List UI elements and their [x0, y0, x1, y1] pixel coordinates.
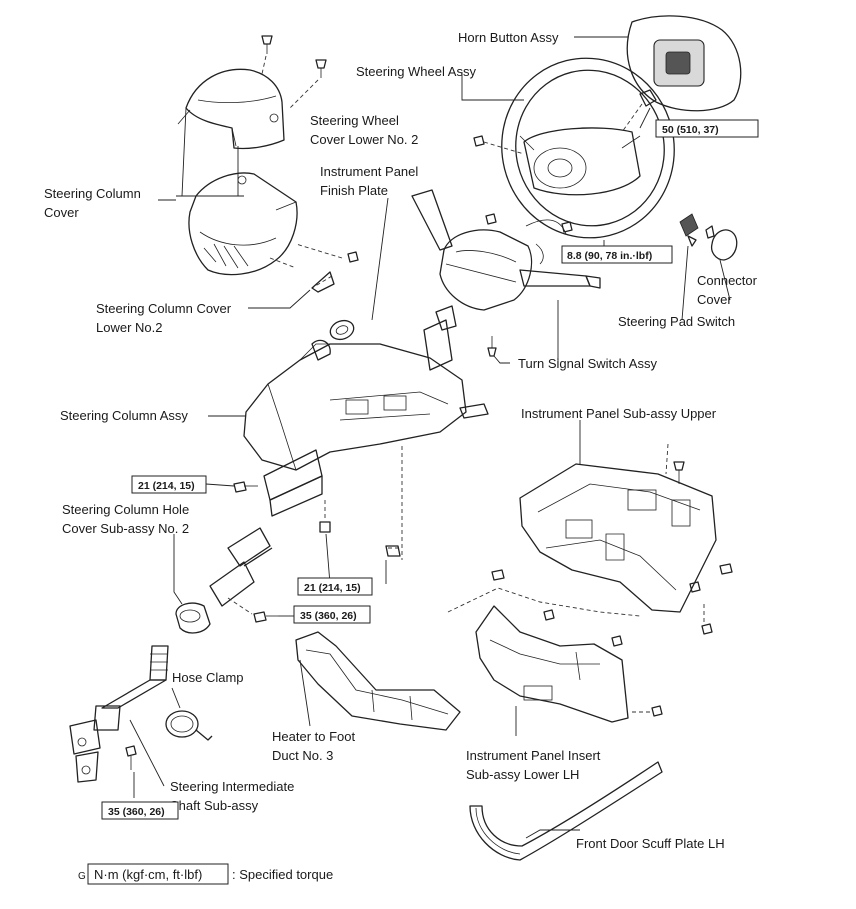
label-instrument-panel-finish-line1: Instrument Panel	[320, 164, 418, 179]
legend-unit: N·m (kgf·cm, ft·lbf)	[94, 867, 202, 882]
insert-screw-b	[543, 609, 555, 621]
torque-21-a-text: 21 (214, 15)	[138, 480, 195, 492]
torque-50-text: 50 (510, 37)	[662, 124, 719, 136]
label-intermediate-shaft-line1: Steering Intermediate	[170, 779, 294, 794]
column-nut-a	[385, 545, 401, 557]
torque-35-a-text: 35 (360, 26)	[300, 610, 357, 622]
turn-signal-switch-assy	[411, 189, 601, 311]
label-instrument-panel-upper: Instrument Panel Sub-assy Upper	[521, 406, 717, 421]
insert-screw-a	[491, 569, 505, 581]
insert-screw-d	[651, 705, 663, 717]
screw-cover-upper-b	[315, 59, 327, 78]
legend-prefix: G	[78, 871, 86, 882]
torque-21-b-text: 21 (214, 15)	[304, 582, 361, 594]
label-heater-duct-line2: Duct No. 3	[272, 748, 333, 763]
steering-column-hole-cover-no2	[175, 602, 211, 634]
steering-wheel-cover-lower-no2-screw	[473, 135, 485, 147]
label-connector-cover-line1: Connector	[697, 273, 758, 288]
horn-button-assy	[626, 15, 742, 112]
panel-upper-screw-d	[701, 623, 713, 635]
turn-signal-screw-a	[485, 213, 497, 225]
label-steering-wheel-assy: Steering Wheel Assy	[356, 64, 476, 79]
instrument-panel-sub-assy-upper	[519, 463, 717, 613]
hose-clamp	[165, 710, 213, 741]
panel-upper-screw-b	[719, 563, 733, 575]
connector-cover	[710, 229, 738, 261]
label-steering-column-cover-line2: Cover	[44, 205, 79, 220]
torque-box-50: 50 (510, 37)	[655, 119, 759, 138]
joint-bolt	[253, 611, 278, 623]
screw-cover-lower	[347, 251, 359, 263]
label-steering-column-assy: Steering Column Assy	[60, 408, 188, 423]
turn-signal-screw-c	[487, 336, 497, 357]
steering-column-assy	[243, 305, 489, 517]
label-hole-cover-line2: Cover Sub-assy No. 2	[62, 521, 189, 536]
torque-box-35-b: 35 (360, 26)	[101, 801, 179, 820]
shaft-bolt	[125, 745, 137, 770]
column-nut-b	[319, 521, 331, 533]
label-steering-column-cover-lower-line1: Steering Column Cover	[96, 301, 232, 316]
label-horn-button-assy: Horn Button Assy	[458, 30, 559, 45]
label-hose-clamp: Hose Clamp	[172, 670, 244, 685]
steering-column-cover-upper	[177, 68, 285, 150]
legend-text: : Specified torque	[232, 867, 333, 882]
label-instrument-panel-finish-line2: Finish Plate	[320, 183, 388, 198]
screw-cover-upper-a	[261, 35, 273, 54]
label-steering-column-cover-lower-line2: Lower No.2	[96, 320, 162, 335]
torque-35-b-text: 35 (360, 26)	[108, 806, 165, 818]
steering-column-cover-lower	[188, 172, 298, 276]
torque-box-21-b: 21 (214, 15)	[297, 577, 373, 596]
label-insert-lower-line1: Instrument Panel Insert	[466, 748, 601, 763]
steering-intermediate-shaft	[69, 645, 169, 783]
label-turn-signal-switch-assy: Turn Signal Switch Assy	[518, 356, 657, 371]
torque-box-21-a: 21 (214, 15)	[131, 475, 207, 494]
label-front-door-scuff-plate: Front Door Scuff Plate LH	[576, 836, 725, 851]
label-intermediate-shaft-line2: Shaft Sub-assy	[170, 798, 259, 813]
front-door-scuff-plate-lh	[469, 761, 663, 861]
instrument-panel-insert-sub-assy-lower-lh	[475, 605, 629, 723]
torque-8-8-text: 8.8 (90, 78 in.·lbf)	[567, 250, 652, 262]
panel-upper-screw-c	[689, 581, 701, 593]
torque-legend: G N·m (kgf·cm, ft·lbf) : Specified torqu…	[78, 863, 333, 885]
label-heater-duct-line1: Heater to Foot	[272, 729, 355, 744]
label-steering-wheel-cover-lower-line1: Steering Wheel	[310, 113, 399, 128]
label-insert-lower-line2: Sub-assy Lower LH	[466, 767, 579, 782]
label-steering-column-cover-line1: Steering Column	[44, 186, 141, 201]
column-bolt	[233, 481, 258, 493]
steering-pad-switch	[679, 213, 715, 247]
torque-box-8-8: 8.8 (90, 78 in.·lbf)	[561, 245, 673, 264]
turn-signal-screw-b	[561, 221, 573, 233]
insert-screw-c	[611, 635, 623, 647]
label-connector-cover-line2: Cover	[697, 292, 732, 307]
panel-upper-screw-a	[673, 461, 685, 484]
label-steering-pad-switch: Steering Pad Switch	[618, 314, 735, 329]
horn-nut	[639, 89, 657, 107]
steering-column-cover-lower-no2	[311, 271, 335, 293]
label-hole-cover-line1: Steering Column Hole	[62, 502, 189, 517]
leader-lines	[129, 36, 731, 839]
instrument-panel-finish-plate	[329, 319, 355, 341]
heater-to-foot-duct-no3	[295, 631, 461, 731]
label-steering-wheel-cover-lower-line2: Cover Lower No. 2	[310, 132, 418, 147]
torque-box-35-a: 35 (360, 26)	[293, 605, 371, 624]
upper-universal-joint	[209, 527, 273, 607]
